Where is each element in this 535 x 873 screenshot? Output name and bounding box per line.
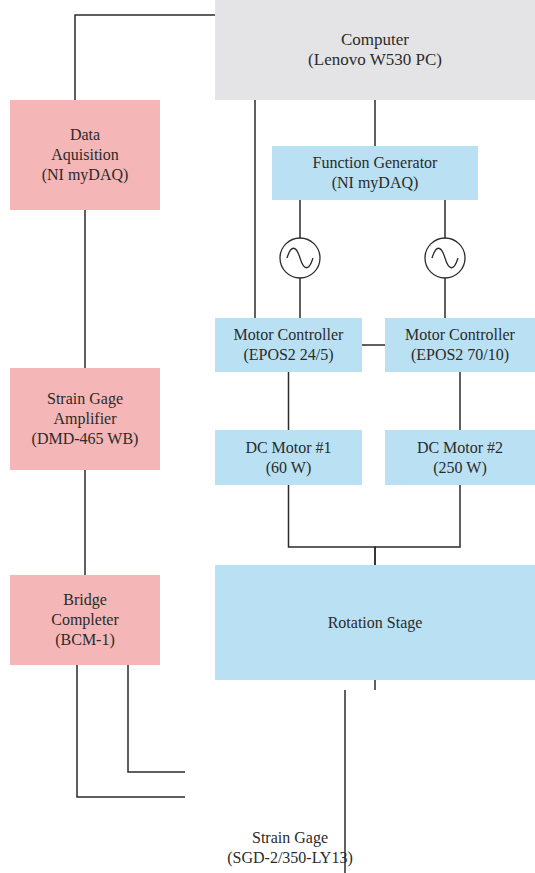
node-model: (DMD-465 WB) xyxy=(32,429,139,449)
node-title: Motor Controller xyxy=(405,325,515,345)
bridge-completer-box: Bridge Completer(BCM-1) xyxy=(10,575,160,665)
node-model: (EPOS2 24/5) xyxy=(243,345,333,365)
node-model: (250 W) xyxy=(433,458,486,478)
rotation-stage-box: Rotation Stage xyxy=(215,565,535,680)
signal-source-symbol xyxy=(425,238,465,278)
connector-line xyxy=(459,372,461,430)
function-generator-box: Function Generator(NI myDAQ) xyxy=(272,146,478,200)
node-title: Function Generator xyxy=(313,153,438,173)
node-title: Bridge Completer xyxy=(43,590,128,630)
node-title: Strain Gage Amplifier xyxy=(35,389,135,429)
node-model: (Lenovo W530 PC) xyxy=(308,50,442,70)
connector-line xyxy=(374,680,376,690)
motor-controller-box: Motor Controller(EPOS2 24/5) xyxy=(215,318,362,372)
connector-line xyxy=(288,372,290,430)
node-model: (NI myDAQ) xyxy=(42,165,129,185)
stage-shaft xyxy=(344,690,346,873)
connector-line xyxy=(84,470,86,575)
node-title: Computer xyxy=(341,30,409,50)
node-title: Rotation Stage xyxy=(328,613,423,633)
node-model: (60 W) xyxy=(266,458,311,478)
node-title: Strain Gage xyxy=(215,828,365,848)
dc-motor-box: DC Motor #2(250 W) xyxy=(385,430,535,485)
daq-box: Data Aquisition(NI myDAQ) xyxy=(10,100,160,210)
node-title: DC Motor #2 xyxy=(417,438,503,458)
node-title: Motor Controller xyxy=(234,325,344,345)
connector-line xyxy=(362,344,385,346)
sine-wave-symbol xyxy=(432,248,458,268)
connector-line xyxy=(128,665,185,772)
signal-source-symbol xyxy=(280,238,320,278)
connector-line xyxy=(84,210,86,368)
specimen-drawing xyxy=(160,690,500,873)
specimen-shape: Strain Gage(SGD-2/350-LY13) xyxy=(185,690,530,873)
node-model: (SGD-2/350-LY13) xyxy=(215,848,365,868)
sine-wave-symbol xyxy=(287,248,313,268)
specimen-outline xyxy=(185,690,505,790)
node-title: DC Motor #1 xyxy=(245,438,331,458)
connector-line xyxy=(77,665,185,797)
node-title: Data Aquisition xyxy=(45,125,125,165)
node-model: (EPOS2 70/10) xyxy=(411,345,509,365)
node-model: (BCM-1) xyxy=(55,630,115,650)
computer-box: Computer(Lenovo W530 PC) xyxy=(215,0,535,100)
connector-line xyxy=(289,485,376,565)
connector-line xyxy=(254,100,256,318)
amplifier-box: Strain Gage Amplifier(DMD-465 WB) xyxy=(10,368,160,470)
connector-line xyxy=(75,15,215,100)
connector-line xyxy=(374,100,376,146)
dc-motor-box: DC Motor #1(60 W) xyxy=(215,430,362,485)
node-model: (NI myDAQ) xyxy=(332,173,419,193)
motor-controller-box: Motor Controller(EPOS2 70/10) xyxy=(385,318,535,372)
connector-line xyxy=(375,485,460,565)
